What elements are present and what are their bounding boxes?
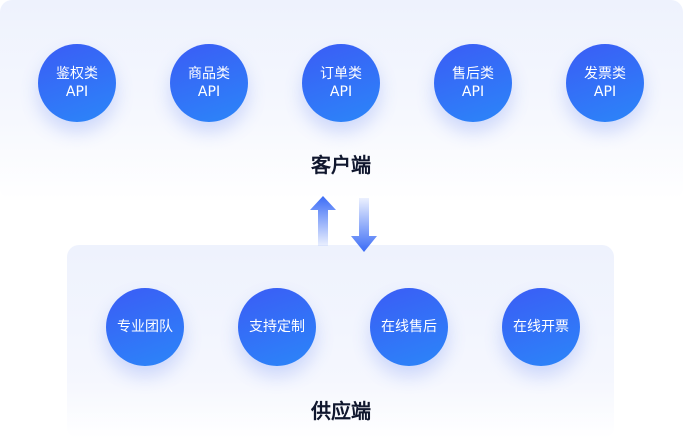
node-label: 在线售后: [381, 319, 437, 335]
api-node-product: 商品类 API: [170, 44, 248, 122]
supplier-node-custom: 支持定制: [238, 288, 316, 366]
node-label: API: [197, 84, 221, 100]
api-node-aftersale: 售后类 API: [434, 44, 512, 122]
node-label: 售后类: [452, 66, 494, 82]
node-label: 支持定制: [249, 319, 305, 335]
node-label: 商品类: [188, 66, 230, 82]
node-label: 发票类: [584, 66, 626, 82]
node-label: 在线开票: [513, 319, 569, 335]
node-label: API: [461, 84, 485, 100]
node-label: API: [593, 84, 617, 100]
supplier-node-team: 专业团队: [106, 288, 184, 366]
supplier-node-aftersale: 在线售后: [370, 288, 448, 366]
node-label: API: [65, 84, 89, 100]
client-title: 客户端: [311, 153, 371, 177]
supplier-title: 供应端: [311, 399, 371, 423]
node-label: 专业团队: [117, 319, 173, 335]
node-label: API: [329, 84, 353, 100]
supplier-node-invoice: 在线开票: [502, 288, 580, 366]
node-label: 订单类: [320, 66, 362, 82]
up-arrow-icon: [310, 196, 336, 246]
node-label: 鉴权类: [56, 66, 98, 82]
api-node-order: 订单类 API: [302, 44, 380, 122]
down-arrow-icon: [351, 198, 377, 252]
api-node-auth: 鉴权类 API: [38, 44, 116, 122]
api-node-invoice: 发票类 API: [566, 44, 644, 122]
